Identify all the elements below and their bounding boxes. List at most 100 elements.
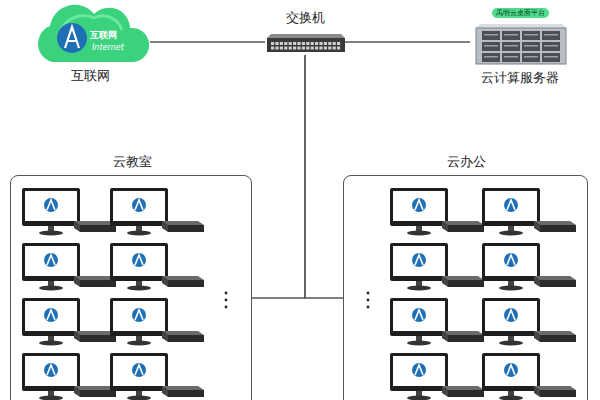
group-title: 云教室 [113,154,152,170]
thin-client-top [162,331,204,335]
monitor-frame [390,243,448,281]
monitor-screen [485,356,537,386]
ellipsis-dot [367,292,370,295]
thin-client-front [540,390,576,397]
switch-port [328,47,331,50]
workstation-icon [22,298,116,346]
switch-port [333,42,336,45]
switch-port [324,47,327,50]
monitor-screen [25,356,77,386]
monitor-frame [482,188,540,226]
drive-handle [544,45,558,47]
workstation-icon [110,243,204,291]
screen-logo [504,198,518,212]
drive-handle [544,34,558,36]
monitor-base [127,286,151,291]
cloud-inner-label: 互联网 [90,30,117,41]
monitor-frame [482,353,540,391]
thin-client-side [162,331,168,342]
thin-client-side [74,331,80,342]
thin-client-front [448,335,484,342]
switch-port [315,42,318,45]
screen-logo [44,198,58,212]
thin-client-side [74,276,80,287]
switch-port [315,47,318,50]
thin-client-side [74,221,80,232]
screen-logo [412,253,426,267]
drive-handle [524,56,538,58]
screen-logo-mark [507,200,515,210]
monitor-frame [22,353,80,391]
monitor-frame [110,353,168,391]
network-link [252,55,305,298]
switch-front [267,38,345,52]
screen-logo-mark [135,200,143,210]
thin-client-top [534,331,576,335]
monitor-base [499,231,523,236]
screen-logo [412,308,426,322]
screen-logo [412,363,426,377]
screen-logo-mark [507,255,515,265]
monitor-screen [25,191,77,221]
screen-logo-mark [507,365,515,375]
thin-client-side [534,331,540,342]
cloud-outline [38,5,149,62]
monitor-screen [25,246,77,276]
thin-client-side [162,221,168,232]
drive-bay [542,53,560,62]
thin-client-side [442,221,448,232]
thin-client-front [448,225,484,232]
screen-logo-mark [415,365,423,375]
switch-port [306,42,309,45]
switch-port [271,42,274,45]
screen-logo-mark [135,255,143,265]
screen-logo-mark [135,365,143,375]
thin-client-front [168,280,204,287]
workstation-icon [482,188,576,236]
workstation-icon [482,243,576,291]
thin-client-side [162,276,168,287]
thin-client-top [74,386,116,390]
switch-port [284,42,287,45]
thin-client-top [442,221,484,225]
drive-bay [542,31,560,40]
monitor-frame [110,243,168,281]
server-top [476,24,566,28]
monitor-base [407,396,431,400]
screen-logo-mark [135,310,143,320]
screen-logo [504,253,518,267]
switch-port [280,47,283,50]
switch-top [267,34,345,38]
cloud-server: 禹明云桌面平台云计算服务器 [470,2,570,90]
screen-logo [132,253,146,267]
drive-handle [484,45,498,47]
monitor-screen [393,246,445,276]
switch-port [284,47,287,50]
thin-client-front [540,335,576,342]
node-caption: 互联网 [71,68,110,84]
monitor-base [127,396,151,400]
drive-bay [502,53,520,62]
monitor-base [499,396,523,400]
thin-client-side [162,386,168,397]
cloud-logo-mark [65,27,79,48]
drive-handle [504,56,518,58]
monitor-screen [393,191,445,221]
thin-client-front [80,225,116,232]
screen-logo [44,363,58,377]
switch-port [333,47,336,50]
monitor-base [499,286,523,291]
ellipsis-dot [225,292,228,295]
drive-bay [482,42,500,51]
workstation-icon [22,353,116,400]
thin-client-front [168,225,204,232]
thin-client-front [448,390,484,397]
monitor-screen [393,301,445,331]
switch-port [275,47,278,50]
thin-client-front [80,280,116,287]
drive-bay [522,53,540,62]
node-caption: 交换机 [286,10,325,26]
thin-client-side [534,221,540,232]
monitor-screen [485,191,537,221]
